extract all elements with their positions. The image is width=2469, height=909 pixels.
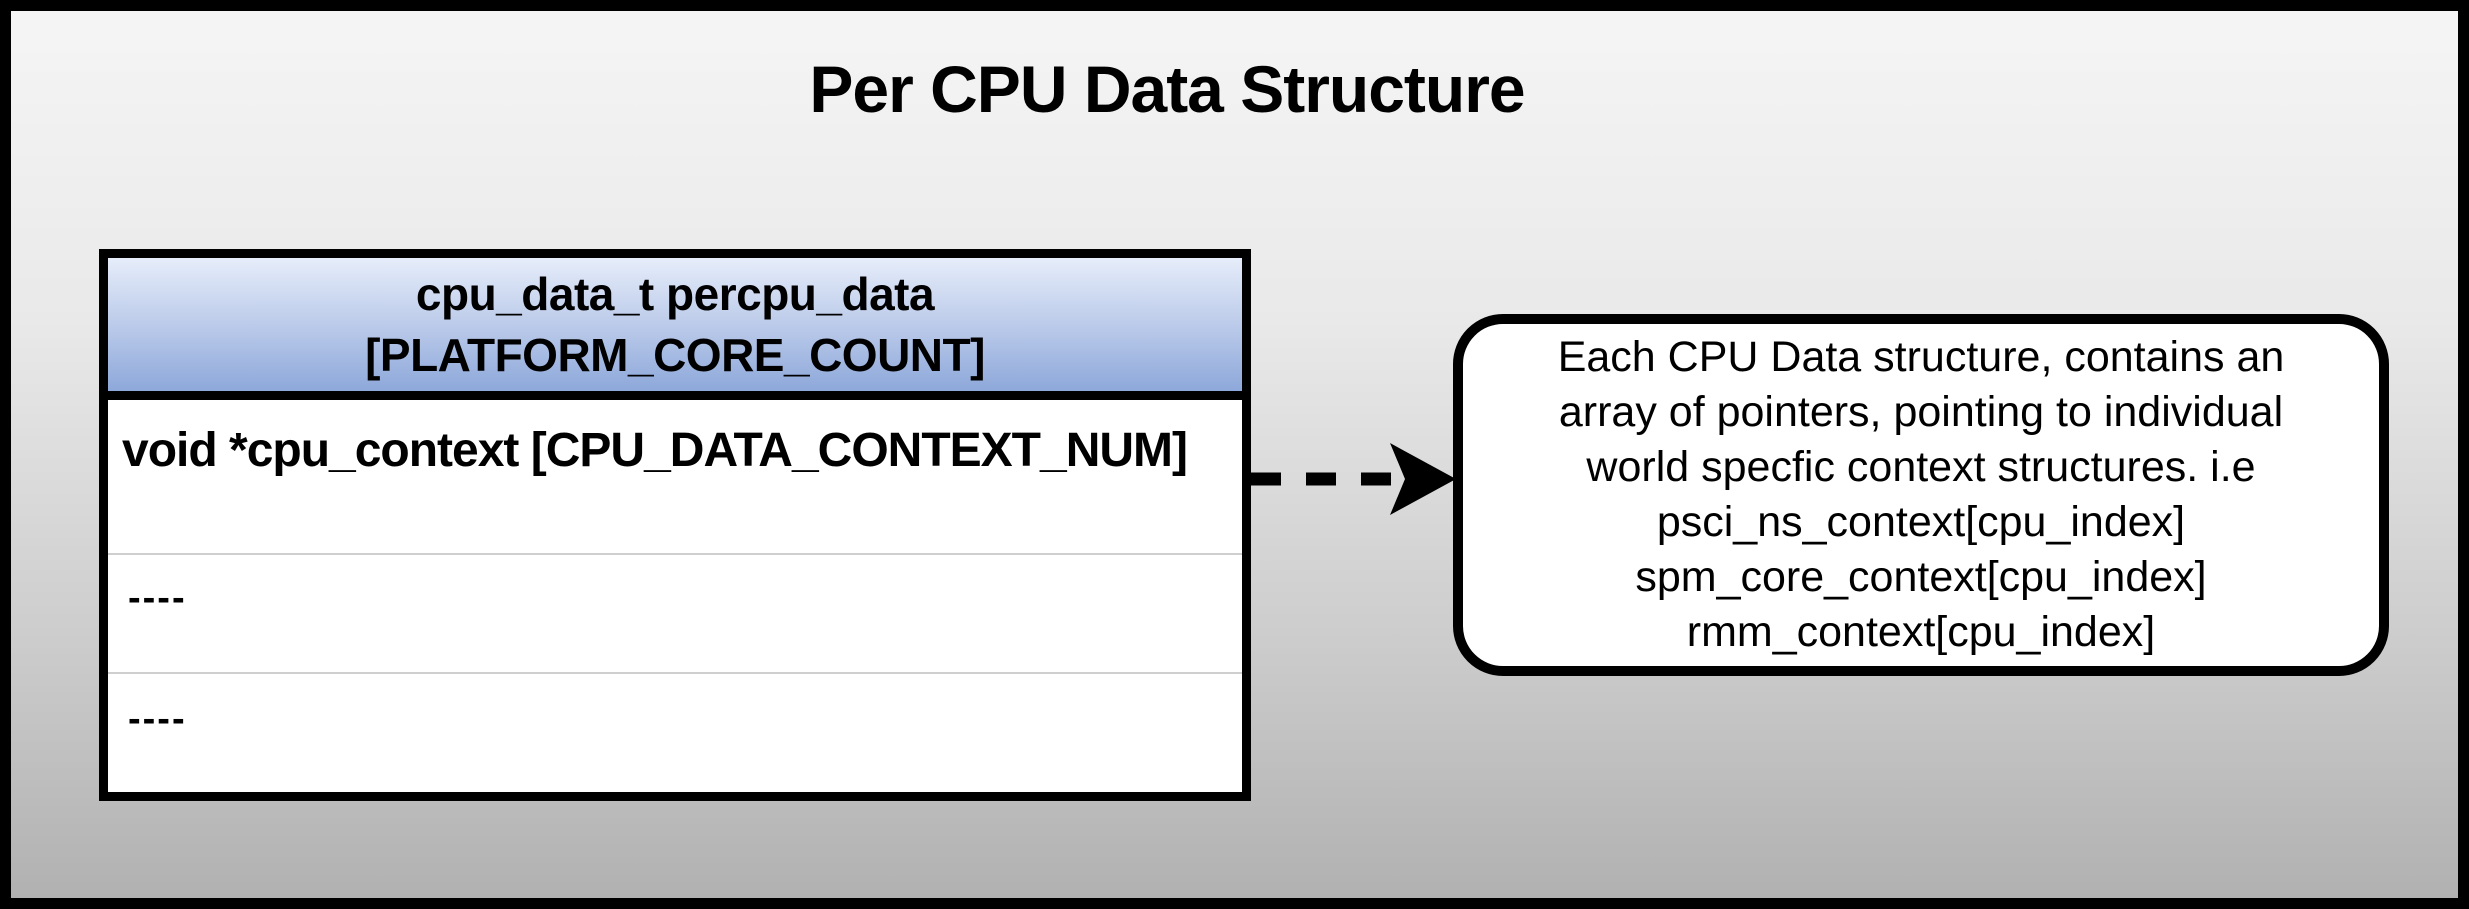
annotation-line: rmm_context[cpu_index]	[1686, 608, 2156, 656]
dashed-right-arrow-icon	[1251, 443, 1456, 515]
table-header-line2: [PLATFORM_CORE_COUNT]	[365, 328, 985, 381]
table-row-cpu-context: void *cpu_context [CPU_DATA_CONTEXT_NUM]	[108, 400, 1242, 555]
diagram-title: Per CPU Data Structure	[809, 52, 1525, 126]
annotation-line: world specfic context structures. i.e	[1586, 443, 2256, 491]
annotation-box: Each CPU Data structure, contains an arr…	[1453, 314, 2389, 676]
table-header: cpu_data_t percpu_data [PLATFORM_CORE_CO…	[108, 258, 1242, 400]
table-row-placeholder-2: ----	[108, 674, 1242, 792]
table-row-placeholder-1: ----	[108, 555, 1242, 674]
annotation-line: Each CPU Data structure, contains an	[1557, 333, 2285, 381]
annotation-line: psci_ns_context[cpu_index]	[1656, 498, 2186, 546]
struct-table: cpu_data_t percpu_data [PLATFORM_CORE_CO…	[99, 249, 1251, 801]
annotation-line: spm_core_context[cpu_index]	[1635, 553, 2207, 601]
table-header-line1: cpu_data_t percpu_data	[415, 267, 935, 320]
annotation-line: array of pointers, pointing to individua…	[1558, 388, 2284, 436]
